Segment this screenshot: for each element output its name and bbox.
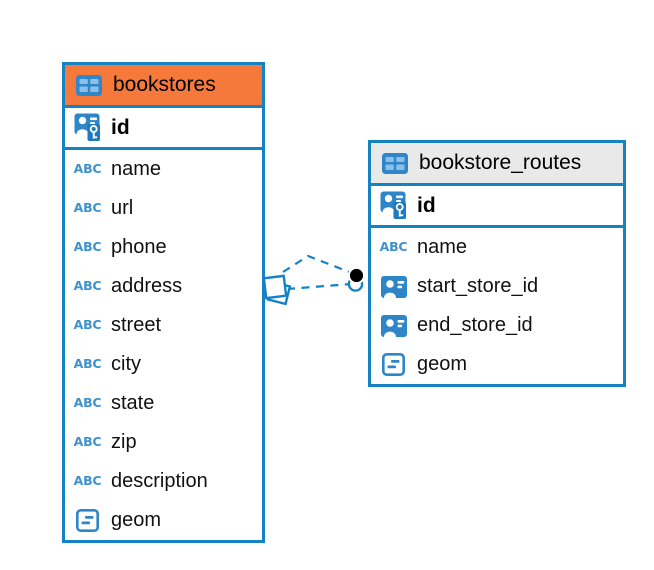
- column-name: end_store_id: [417, 314, 533, 336]
- column-row[interactable]: ABC phone: [65, 228, 262, 267]
- column-row[interactable]: ABC state: [65, 384, 262, 423]
- table-header-bookstores[interactable]: bookstores: [65, 65, 262, 108]
- primary-key-row[interactable]: id: [65, 108, 262, 150]
- column-name: street: [111, 314, 162, 336]
- text-type-icon: ABC: [379, 239, 408, 255]
- text-type-icon: ABC: [73, 473, 102, 489]
- primary-key-icon: [72, 113, 103, 142]
- column-row[interactable]: geom: [371, 345, 623, 384]
- table-name: bookstores: [113, 73, 216, 96]
- column-row[interactable]: ABC city: [65, 345, 262, 384]
- column-name: phone: [111, 236, 167, 258]
- column-name: name: [417, 236, 468, 258]
- column-row[interactable]: ABC description: [65, 462, 262, 501]
- primary-key-row[interactable]: id: [371, 186, 623, 228]
- column-name: zip: [111, 431, 137, 453]
- table-header-bookstore-routes[interactable]: bookstore_routes: [371, 143, 623, 186]
- column-row[interactable]: geom: [65, 501, 262, 540]
- text-type-icon: ABC: [73, 395, 102, 411]
- column-name: city: [111, 353, 141, 375]
- object-type-icon: [378, 353, 409, 376]
- relationship-lines[interactable]: [282, 254, 353, 291]
- reference-type-icon: [378, 314, 409, 337]
- column-row[interactable]: end_store_id: [371, 306, 623, 345]
- table-name: bookstore_routes: [419, 151, 582, 174]
- table-node-bookstores[interactable]: bookstores id ABC name: [62, 62, 265, 543]
- column-name: geom: [111, 509, 162, 531]
- table-icon: [379, 152, 410, 174]
- text-type-icon: ABC: [73, 161, 102, 177]
- column-row[interactable]: ABC address: [65, 267, 262, 306]
- table-node-bookstore-routes[interactable]: bookstore_routes id ABC name: [368, 140, 626, 387]
- text-type-icon: ABC: [73, 239, 102, 255]
- relationship-target-marker: [347, 266, 366, 292]
- text-type-icon: ABC: [73, 317, 102, 333]
- primary-key-name: id: [417, 193, 436, 217]
- column-row[interactable]: ABC zip: [65, 423, 262, 462]
- column-name: name: [111, 158, 162, 180]
- column-name: start_store_id: [417, 275, 539, 297]
- object-type-icon: [72, 509, 103, 532]
- text-type-icon: ABC: [73, 200, 102, 216]
- column-row[interactable]: ABC street: [65, 306, 262, 345]
- primary-key-name: id: [111, 115, 130, 139]
- text-type-icon: ABC: [73, 434, 102, 450]
- column-name: address: [111, 275, 183, 297]
- table-icon: [73, 74, 104, 96]
- text-type-icon: ABC: [73, 356, 102, 372]
- relationship-source-marker: [262, 274, 292, 306]
- column-row[interactable]: ABC name: [371, 228, 623, 267]
- column-row[interactable]: ABC name: [65, 150, 262, 189]
- column-name: description: [111, 470, 208, 492]
- text-type-icon: ABC: [73, 278, 102, 294]
- column-row[interactable]: start_store_id: [371, 267, 623, 306]
- reference-type-icon: [378, 275, 409, 298]
- column-name: url: [111, 197, 134, 219]
- column-row[interactable]: ABC url: [65, 189, 262, 228]
- column-name: state: [111, 392, 155, 414]
- column-name: geom: [417, 353, 468, 375]
- primary-key-icon: [378, 191, 409, 220]
